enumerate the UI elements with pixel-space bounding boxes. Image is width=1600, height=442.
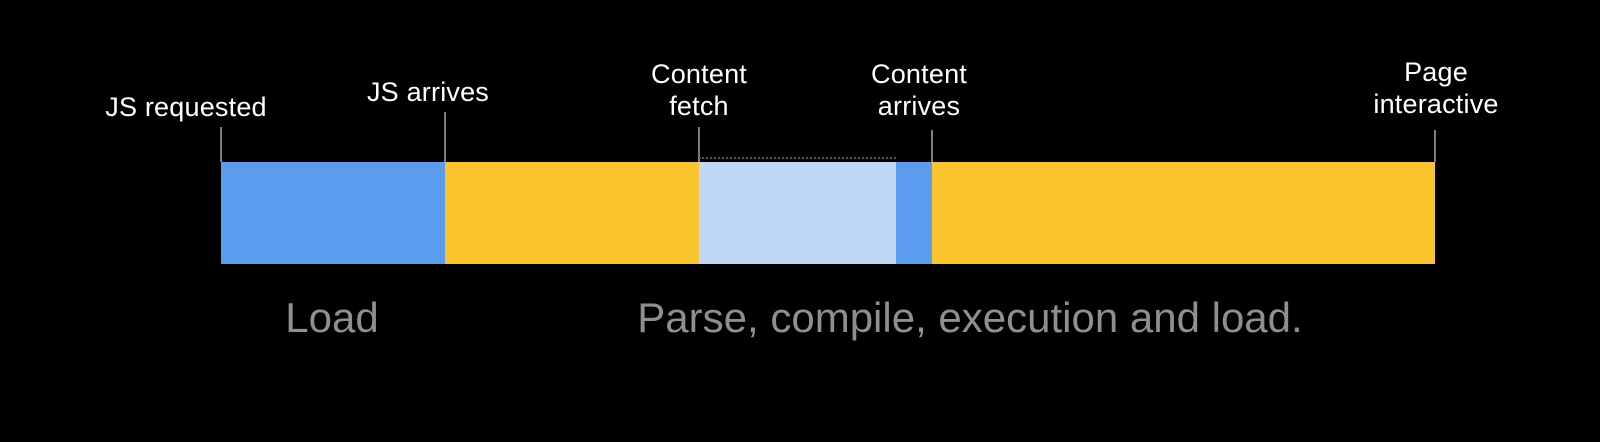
- tick-content-arrives: [931, 130, 933, 162]
- dotted-line-content-fetch: [699, 157, 896, 159]
- timeline-bar: [221, 162, 1435, 264]
- milestone-label-content-arrives: Content arrives: [871, 59, 967, 121]
- segment-parse-compile: [445, 162, 699, 264]
- milestone-label-js-arrives: JS arrives: [366, 77, 490, 107]
- segment-js-download: [221, 162, 445, 264]
- tick-page-interactive: [1434, 130, 1436, 162]
- tick-js-requested: [220, 127, 222, 162]
- phase-caption-load: Load: [285, 294, 379, 341]
- segment-content-process: [896, 162, 932, 264]
- segment-content-fetch: [699, 162, 896, 264]
- milestone-label-page-interactive: Page interactive: [1373, 57, 1499, 119]
- milestone-label-content-fetch: Content fetch: [651, 59, 747, 121]
- milestone-label-js-requested: JS requested: [105, 92, 267, 122]
- phase-caption-parse: Parse, compile, execution and load.: [637, 294, 1303, 341]
- segment-execution-load: [932, 162, 1435, 264]
- tick-content-fetch: [698, 127, 700, 162]
- tick-js-arrives: [444, 112, 446, 162]
